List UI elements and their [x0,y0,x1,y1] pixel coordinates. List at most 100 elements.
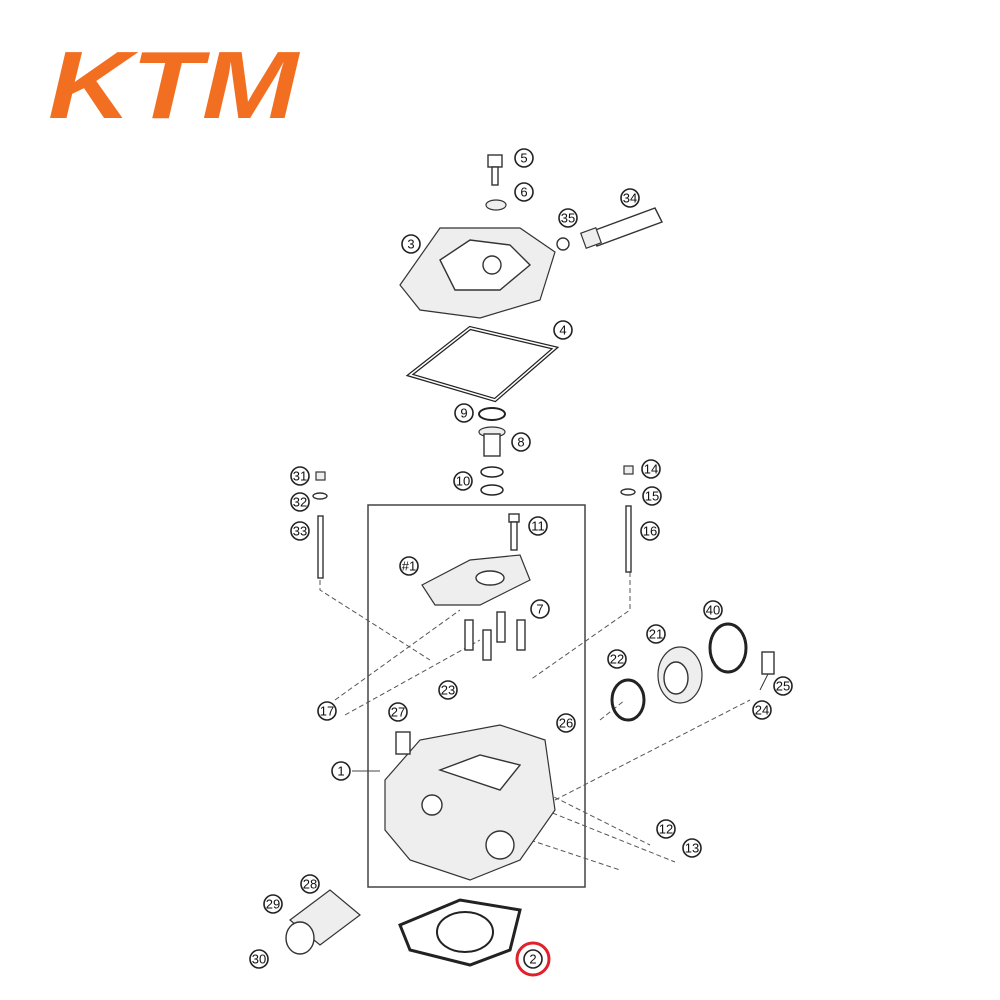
callout-number: 3 [407,237,414,252]
callout-9: 9 [454,403,474,423]
callout-25: 25 [773,676,793,696]
callout-circle [703,600,723,620]
callout-14: 14 [641,459,661,479]
callout-34: 34 [620,188,640,208]
callout-33: 33 [290,521,310,541]
callout-number: 2 [529,952,536,967]
callout-16: 16 [640,521,660,541]
callout-6: 6 [514,182,534,202]
callout-circle [454,403,474,423]
callout-24: 24 [752,700,772,720]
callout-number: 31 [293,469,307,484]
callout-circle [656,819,676,839]
callout-number: 12 [659,822,673,837]
callout-circle [752,700,772,720]
callout-number: 4 [559,323,566,338]
callout-circle [556,713,576,733]
callout-circle [401,234,421,254]
callout-29: 29 [263,894,283,914]
part-head-gasket-2 [398,898,522,967]
callout-number: 30 [252,952,266,967]
callout-23: 23 [438,680,458,700]
callout-13: 13 [682,838,702,858]
callout-circle [263,894,283,914]
callout-1: 1 [331,761,351,781]
callout-circle [317,701,337,721]
callout-number: 14 [644,462,658,477]
part-sensor-27 [395,731,411,755]
callout-circle [399,556,419,576]
callout-number: 1 [337,764,344,779]
callout-number: 35 [561,211,575,226]
callout-circle [773,676,793,696]
callout-12: 12 [656,819,676,839]
callout-circle [249,949,269,969]
callout-15: 15 [642,486,662,506]
callout-circle [558,208,578,228]
callout-number: 8 [517,435,524,450]
callout-27: 27 [388,702,408,722]
callout-number: 15 [645,489,659,504]
part-valve-cover-3 [399,227,556,319]
callout-number: 32 [293,495,307,510]
callout-circle [641,459,661,479]
callout-number: 6 [520,185,527,200]
callout-35: 35 [558,208,578,228]
callout-number: 5 [520,151,527,166]
callout-number: 23 [441,683,455,698]
part-orings-10 [480,466,504,496]
callout-circle [331,761,351,781]
callout-5: 5 [514,148,534,168]
part-stud-right [620,465,636,573]
callout-4: 4 [553,320,573,340]
callout-number: 33 [293,524,307,539]
callout-circle [640,521,660,541]
part-clamp-40 [708,622,748,674]
callout-number: 11 [531,519,545,534]
part-stud-left [312,471,328,579]
callout-hash1: #1 [399,556,419,576]
callout-circle [511,432,531,452]
part-gasket-4 [405,325,560,403]
callout-circle [388,702,408,722]
part-camshaft-bearing-bridge [421,554,531,606]
part-intake-flange-21 [657,646,703,704]
callout-26: 26 [556,713,576,733]
callout-number: 9 [460,406,467,421]
callout-circle [682,838,702,858]
callout-circle [553,320,573,340]
callout-circle [642,486,662,506]
callout-circle [438,680,458,700]
callout-number: 26 [559,716,573,731]
leader-lines [319,540,751,871]
callout-number: 34 [623,191,637,206]
callout-number: #1 [402,559,416,574]
callout-circle [523,949,543,969]
part-clamp-35 [556,237,570,251]
callout-circle [530,599,550,619]
callout-circle [528,516,548,536]
callout-31: 31 [290,466,310,486]
callout-number: 40 [706,603,720,618]
callout-28: 28 [300,874,320,894]
callout-number: 7 [536,602,543,617]
part-valves-7 [464,611,526,661]
callout-2: 2 [515,941,551,977]
callout-11: 11 [528,516,548,536]
cylinder-head-assembly-frame [367,504,586,888]
callout-number: 28 [303,877,317,892]
part-oring-9 [478,407,506,421]
callout-32: 32 [290,492,310,512]
callout-circle [290,466,310,486]
callout-circle [646,624,666,644]
callout-number: 24 [755,703,769,718]
callout-number: 16 [643,524,657,539]
callout-number: 17 [320,704,334,719]
logo-text: KTM [48,32,300,139]
part-bolt-11 [508,513,520,551]
callout-number: 10 [456,474,470,489]
callout-circle [290,521,310,541]
part-clamp-22 [610,678,646,722]
part-intake-28 [285,889,361,955]
